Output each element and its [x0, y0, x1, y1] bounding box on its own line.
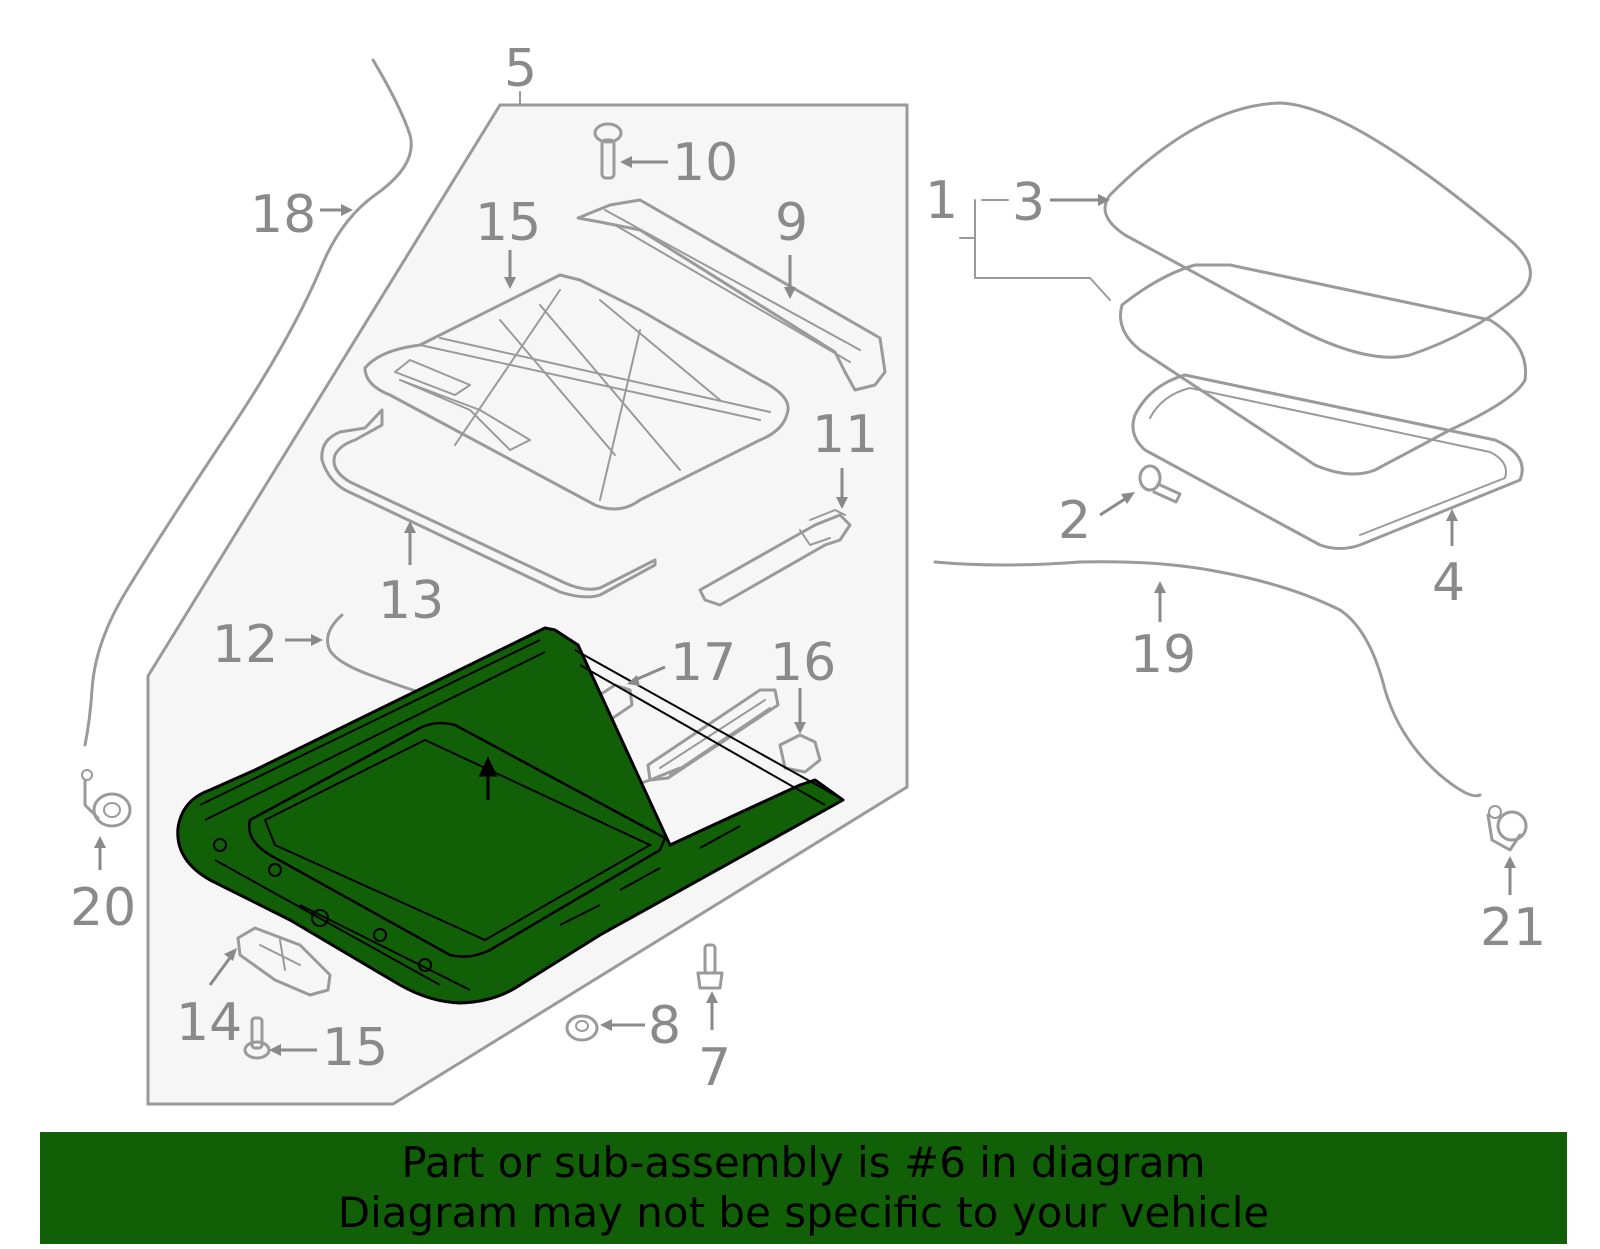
nut-8 [565, 1014, 599, 1042]
guide-rail-detail [659, 699, 771, 776]
bolt-7 [696, 943, 724, 990]
callout-15-top: 15 [475, 193, 541, 253]
callout-20: 20 [70, 878, 136, 938]
callout-5: 5 [504, 39, 537, 99]
leader-arrows [94, 156, 1516, 1056]
drain-hose-19 [933, 560, 1482, 798]
banner-line-1: Part or sub-assembly is #6 in diagram [401, 1138, 1206, 1187]
glass-panel-3 [1103, 101, 1532, 359]
callout-14: 14 [176, 993, 242, 1053]
drain-hose-18 [83, 58, 413, 747]
panel-seal-1 [1119, 263, 1528, 476]
screw-2 [1138, 464, 1182, 504]
callout-2: 2 [1058, 491, 1091, 551]
callout-15-bottom: 15 [322, 1018, 388, 1078]
frame-assembly-6 [176, 626, 845, 1005]
grommet-20 [81, 769, 132, 828]
callout-19: 19 [1130, 625, 1196, 685]
callout-9: 9 [775, 193, 808, 253]
callout-13: 13 [378, 571, 444, 631]
weatherstrip-4-inner [1149, 387, 1507, 536]
guide-rail [646, 688, 780, 782]
callout-3: 3 [1012, 173, 1045, 233]
callout-1-bracket [959, 199, 1111, 301]
bolt-10 [593, 122, 623, 180]
callout-21: 21 [1480, 898, 1546, 958]
banner-line-2: Diagram may not be specific to your vehi… [337, 1188, 1270, 1237]
weatherstrip-4 [1131, 373, 1524, 550]
callout-4: 4 [1432, 553, 1465, 613]
info-banner: Part or sub-assembly is #6 in diagram Di… [40, 1132, 1567, 1244]
frame-seal-13 [320, 408, 657, 599]
bracket-14 [236, 926, 332, 997]
callout-8: 8 [648, 996, 681, 1056]
motor-11 [698, 509, 852, 607]
callout-18: 18 [250, 185, 316, 245]
rail-9-detail [604, 209, 861, 363]
callout-11: 11 [812, 405, 878, 465]
callout-1: 1 [925, 171, 958, 231]
callout-12: 12 [212, 615, 278, 675]
sunshade-15 [363, 273, 790, 511]
grommet-21 [1486, 805, 1528, 852]
callout-10: 10 [672, 133, 738, 193]
rail-9 [576, 198, 887, 392]
callout-16: 16 [770, 633, 836, 693]
callout-17: 17 [670, 633, 736, 693]
callout-7: 7 [698, 1038, 731, 1098]
